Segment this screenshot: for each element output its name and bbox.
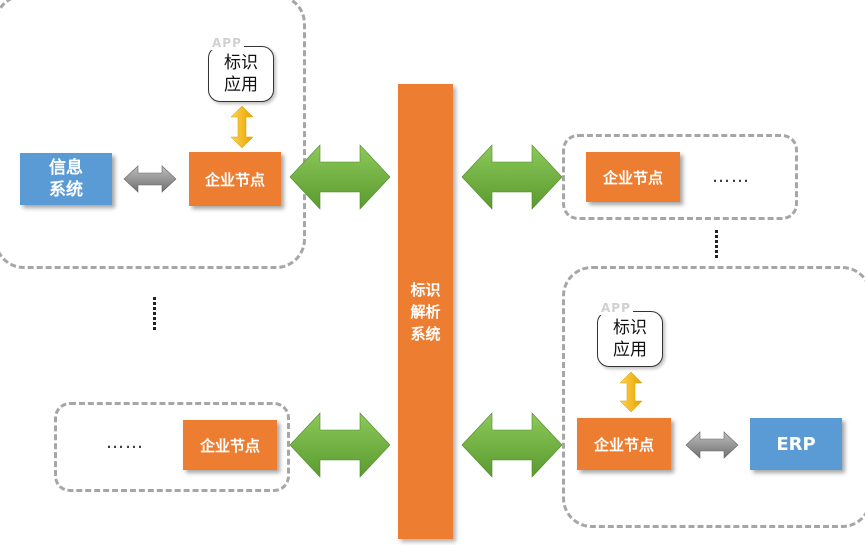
yellow-vertical-arrow-bottom xyxy=(619,371,643,413)
central-line1: 标识 xyxy=(410,280,441,299)
yellow-vertical-arrow-top xyxy=(230,105,254,149)
identifier-resolution-system: 标识 解析 系统 xyxy=(398,84,453,539)
enterprise-node-bottom-right: 企业节点 xyxy=(577,418,671,470)
enterprise-node-top-left: 企业节点 xyxy=(189,152,281,206)
ellipsis-bottom-left: …… xyxy=(106,432,144,453)
vertical-dots-right xyxy=(715,230,719,260)
green-double-arrow-bottom-left xyxy=(289,412,391,478)
green-double-arrow-bottom-right xyxy=(461,412,563,478)
info-system-line1: 信息 xyxy=(49,158,83,178)
app-tag-bottom: APP xyxy=(599,301,633,315)
app-label-line1: 标识 xyxy=(613,318,647,338)
erp-box: ERP xyxy=(750,418,842,470)
enterprise-node-bottom-left: 企业节点 xyxy=(183,420,277,470)
region-top-right xyxy=(562,134,798,220)
app-label-line2: 应用 xyxy=(224,75,258,95)
region-bottom-left xyxy=(54,402,290,492)
app-label-line2: 应用 xyxy=(613,340,647,360)
central-line3: 系统 xyxy=(410,324,441,343)
region-top-left xyxy=(0,0,306,269)
green-double-arrow-top-left xyxy=(289,144,391,210)
app-label-line1: 标识 xyxy=(224,53,258,73)
app-identifier-application-top: 标识 应用 xyxy=(208,46,274,102)
app-identifier-application-bottom: 标识 应用 xyxy=(597,311,663,367)
enterprise-node-top-right: 企业节点 xyxy=(586,152,680,202)
info-system-line2: 系统 xyxy=(49,180,83,200)
ellipsis-top-right: …… xyxy=(712,166,750,187)
region-bottom-right xyxy=(562,266,865,528)
vertical-dots-left xyxy=(153,297,157,332)
central-line2: 解析 xyxy=(410,302,441,321)
info-system-box: 信息 系统 xyxy=(20,153,112,205)
app-tag-top: APP xyxy=(210,36,244,50)
gray-double-arrow-top xyxy=(123,165,177,193)
green-double-arrow-top-right xyxy=(461,144,563,210)
gray-double-arrow-bottom xyxy=(685,431,739,459)
